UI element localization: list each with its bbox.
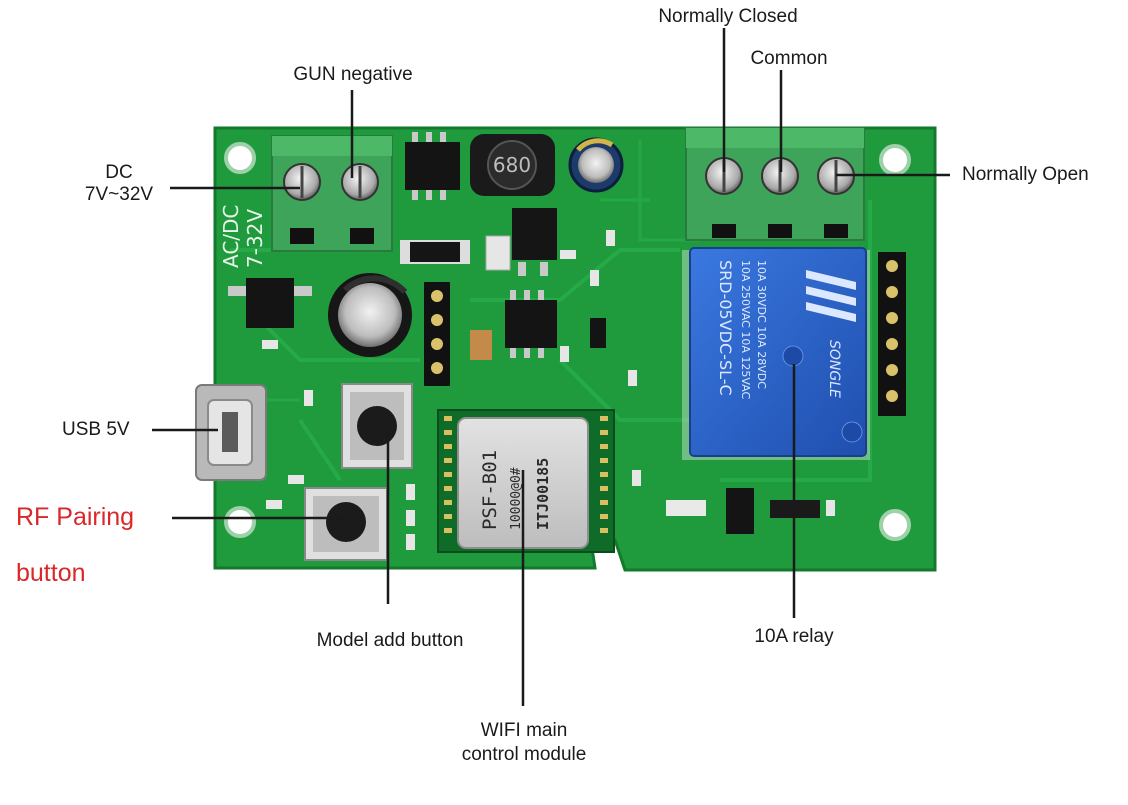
label-normally-closed: Normally Closed (658, 6, 798, 27)
relay-rating-1-print: 10A 250VAC 10A 125VAC (739, 260, 752, 400)
label-10a-relay: 10A relay (754, 626, 834, 647)
mounting-hole-bottom-left (224, 506, 256, 538)
silk-text-ac-dc: AC/DC (219, 205, 243, 268)
relay-brand-print: SONGLE (826, 340, 842, 398)
top-components: 680 (400, 132, 624, 276)
module-serial-print: ITJ00185 (534, 458, 552, 530)
label-dc-voltage: 7V~32V (84, 184, 154, 205)
relay-brand-logo (806, 270, 856, 322)
capacitor-large (328, 273, 412, 357)
inductor-label: 680 (493, 153, 531, 177)
power-terminal-block (271, 135, 393, 252)
silkscreen-input-voltage: AC/DC 7-32V (219, 205, 267, 268)
label-dc: DC (105, 162, 133, 183)
label-wifi-control-module: control module (461, 744, 587, 765)
silk-text-voltage: 7-32V (243, 209, 267, 268)
mounting-hole-bottom-right (879, 509, 911, 541)
micro-usb-port (195, 384, 267, 481)
module-name-print: PSF-B01 (479, 450, 501, 530)
rf-pairing-tactile-switch (304, 487, 388, 561)
label-gun-negative: GUN negative (293, 64, 413, 85)
relay-terminal-block (685, 127, 865, 241)
label-rf-pairing: RF Pairing (16, 503, 135, 531)
relay: SRD-05VDC-SL-C 10A 250VAC 10A 125VAC 10A… (682, 247, 870, 460)
label-normally-open: Normally Open (962, 164, 1089, 185)
mounting-hole-top-left (224, 142, 256, 174)
label-common: Common (750, 48, 828, 69)
header-pins-right (878, 252, 906, 416)
model-add-tactile-switch (341, 383, 413, 469)
ic-center (505, 300, 557, 348)
mounting-hole-top-right (879, 144, 911, 176)
header-pins-middle (424, 282, 450, 386)
relay-rating-2-print: 10A 30VDC 10A 28VDC (755, 260, 768, 389)
smd-components (262, 230, 835, 550)
module-code-print: 10000@0# (509, 467, 524, 530)
label-model-add-button: Model add button (316, 630, 464, 651)
label-rf-pairing-button: button (16, 559, 86, 587)
label-usb: USB 5V (62, 419, 130, 440)
wifi-module: PSF-B01 10000@0# ITJ00185 (437, 409, 615, 553)
relay-model-print: SRD-05VDC-SL-C (716, 260, 735, 396)
label-wifi-main: WIFI main (480, 720, 568, 741)
leader-lines (152, 28, 950, 706)
transistor-relay-driver (726, 488, 754, 534)
transistor-left (246, 278, 294, 328)
